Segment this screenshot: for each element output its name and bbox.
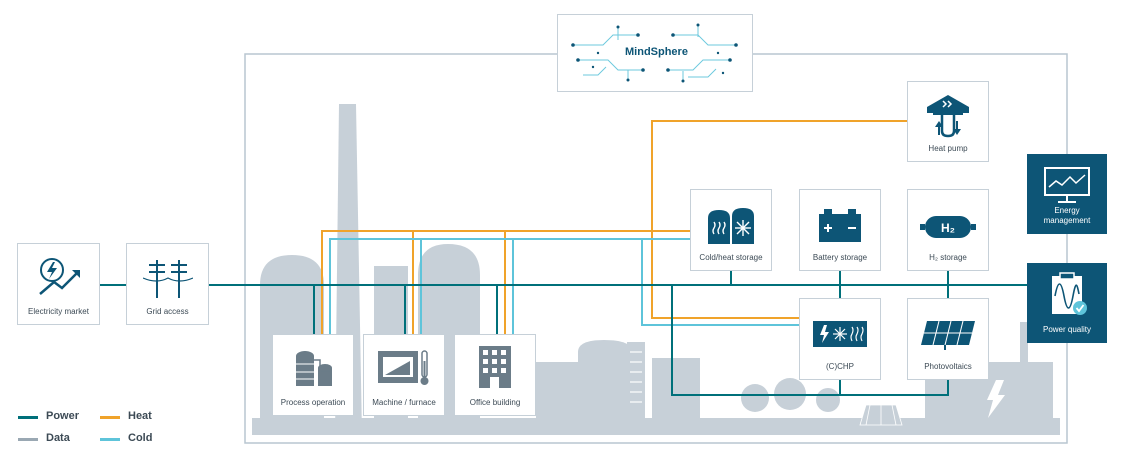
cold-heat-storage-label: Cold/heat storage [699,253,763,262]
ground-strip [252,418,1060,435]
silo-tanks-icon [296,351,332,386]
battery-storage-label: Battery storage [812,253,868,262]
office-building-label: Office building [469,398,521,407]
chp-box[interactable]: (C)CHP [799,298,881,380]
process-operation-box[interactable]: Process operation [272,334,354,416]
mindsphere-label: MindSphere [622,46,691,58]
monitor-chart-icon [1044,167,1090,203]
legend-swatch-data [18,438,38,441]
photovoltaics-box[interactable]: Photovoltaics [907,298,989,380]
solar-panel-icon [921,320,975,350]
chp-icon [813,321,867,347]
process-operation-label: Process operation [280,398,346,407]
tree-3 [816,388,840,412]
legend-swatch-heat [100,416,120,419]
legend-label-cold: Cold [128,432,153,444]
legend-swatch-power [18,416,38,419]
tree-1 [741,384,769,412]
legend-swatch-cold [100,438,120,441]
energy-management-box[interactable]: Energy management [1027,154,1107,234]
ladder-tower [627,342,645,418]
storage-tanks-icon [708,208,754,244]
power-quality-label: Power quality [1042,325,1092,334]
mindsphere-box[interactable]: MindSphere [557,14,753,92]
photovoltaics-label: Photovoltaics [924,362,972,371]
heat-pump-box[interactable]: Heat pump [907,81,989,162]
energy-management-label: Energy management [1043,206,1091,225]
legend-label-power: Power [46,410,80,422]
h2-tank-icon: H₂ [920,216,976,238]
h2-tank-text: H₂ [941,221,955,235]
lightning-bolt-icon [987,380,1005,418]
office-building-box[interactable]: Office building [454,334,536,416]
heat-pump-label: Heat pump [928,144,968,153]
electricity-market-box[interactable]: Electricity market [17,243,100,325]
h2-storage-box[interactable]: H₂ H₂ storage [907,189,989,271]
power-loop [671,285,949,396]
grid-access-label: Grid access [146,307,189,316]
h2-storage-label: H₂ storage [929,253,967,262]
chp-label: (C)CHP [826,362,854,371]
solar-array [859,404,903,426]
cold-heat-storage-box[interactable]: Cold/heat storage [690,189,772,271]
power-pole-icon [142,260,193,298]
legend-label-data: Data [46,432,70,444]
lightning-trend-icon [38,258,80,295]
ladder-rungs [630,351,642,403]
electricity-market-label: Electricity market [28,307,89,316]
office-building-icon [479,346,511,388]
heat-line-heatpump [651,120,907,319]
furnace-thermometer-icon [378,350,429,385]
tank-right [578,340,632,418]
cold-line-chp [641,239,799,326]
battery-storage-box[interactable]: Battery storage [799,189,881,271]
circuit-pattern-icon [571,23,738,83]
block-right [652,358,700,418]
grid-access-box[interactable]: Grid access [126,243,209,325]
battery-icon [819,209,861,242]
machine-furnace-label: Machine / furnace [372,398,436,407]
low-hall [536,362,578,418]
legend-label-heat: Heat [128,410,152,422]
machine-furnace-box[interactable]: Machine / furnace [363,334,445,416]
power-quality-box[interactable]: Power quality [1027,263,1107,343]
heat-pump-icon [927,95,969,138]
clipboard-wave-icon [1052,272,1087,315]
right-tower [1020,322,1028,364]
